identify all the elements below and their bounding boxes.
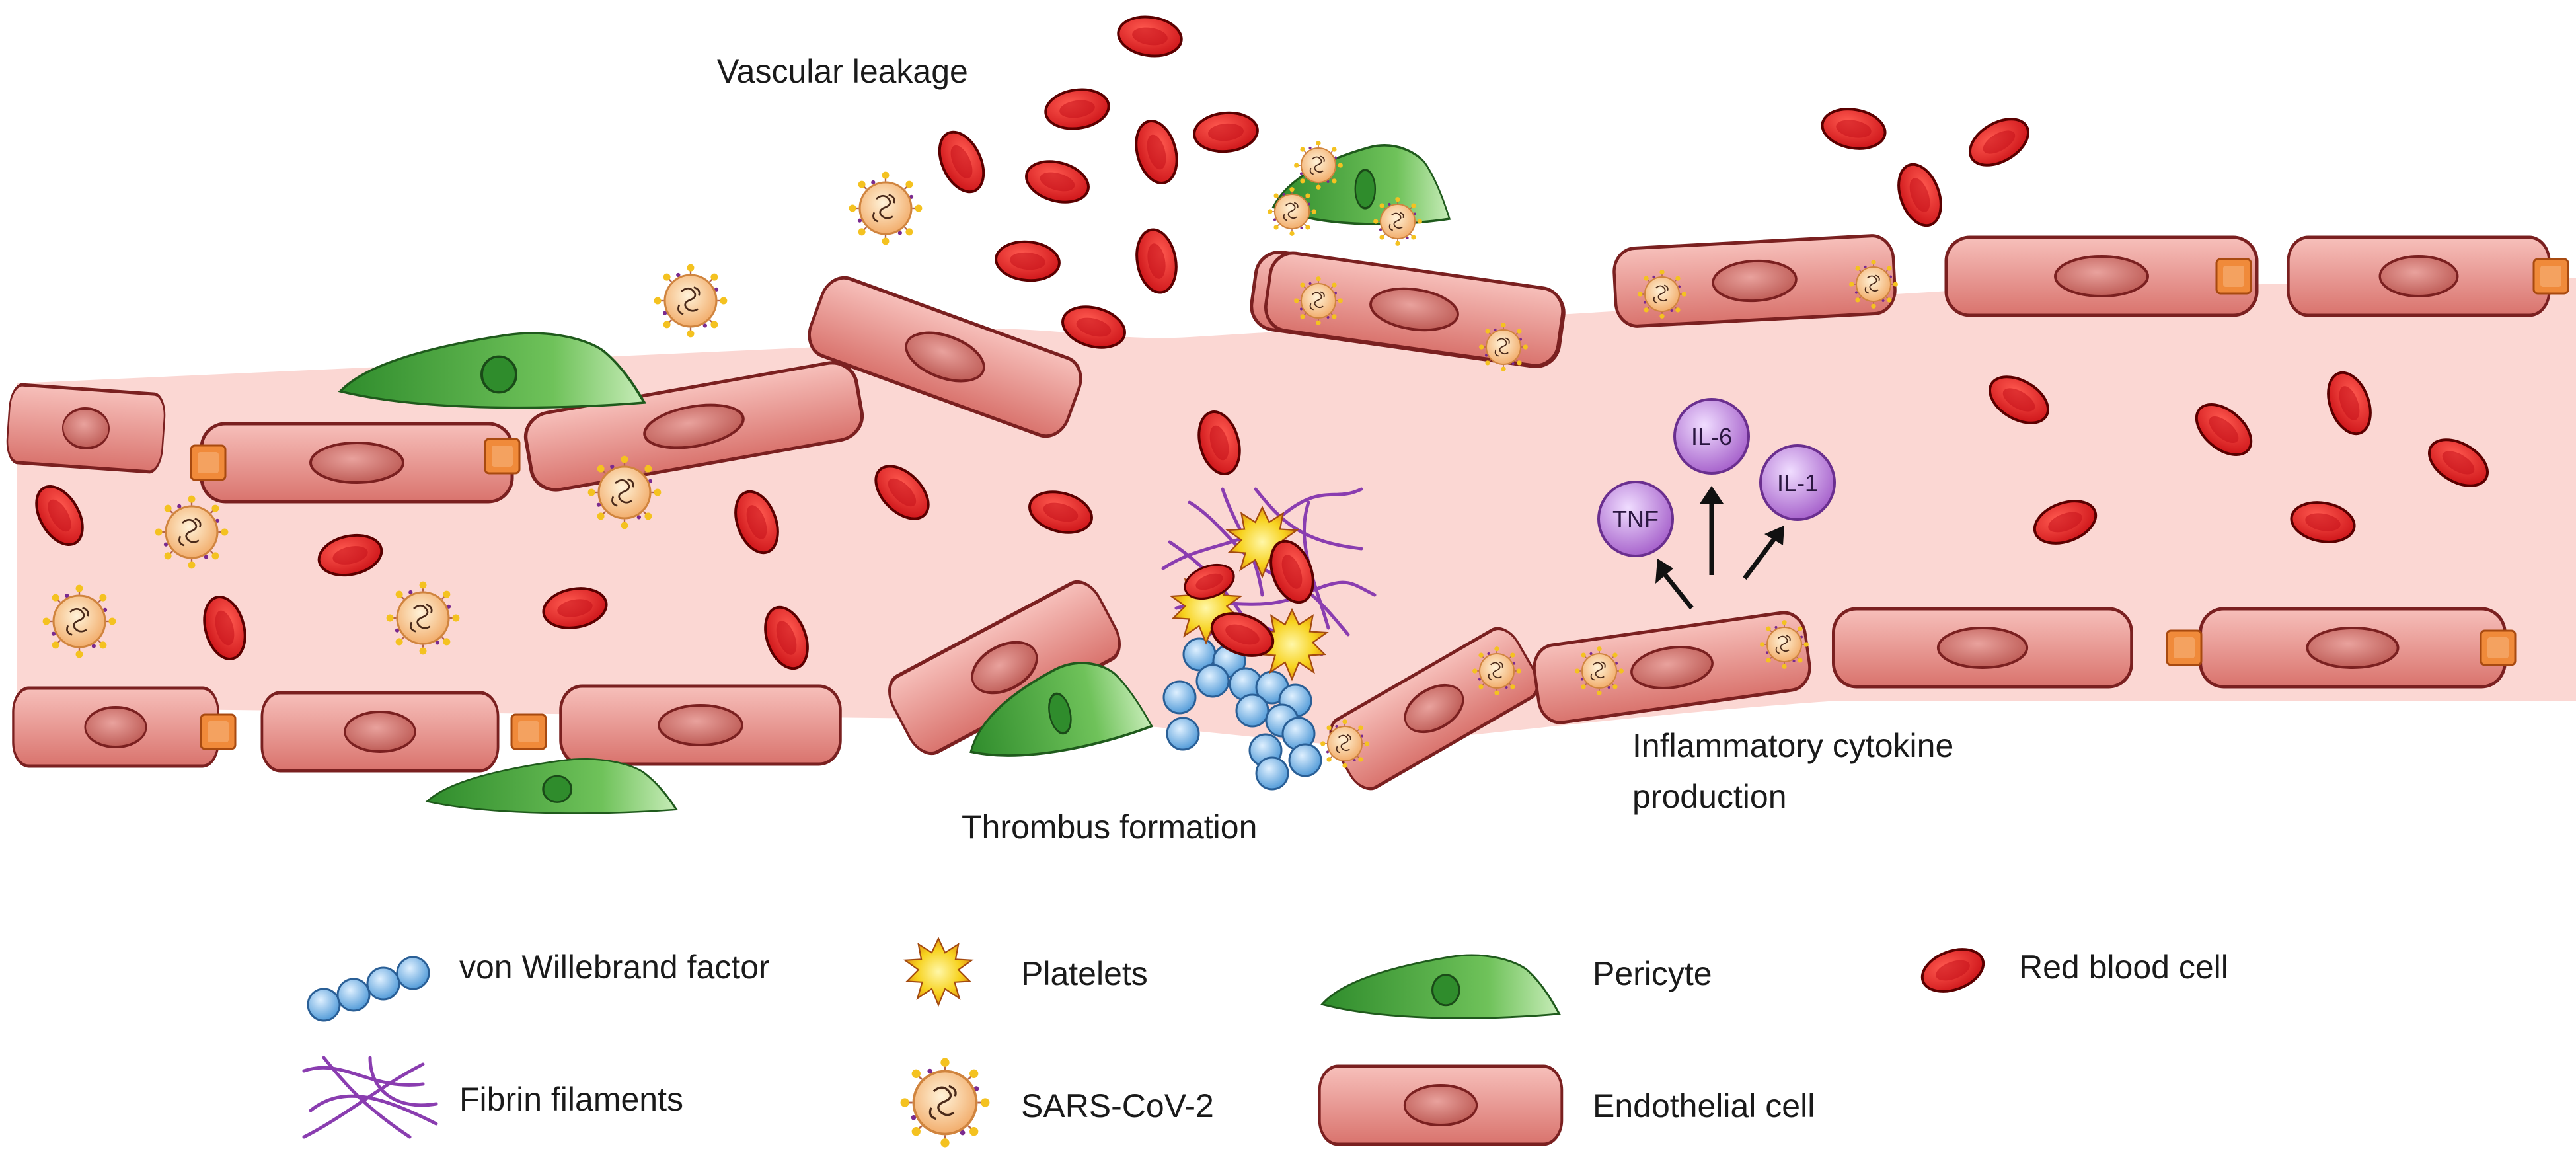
- legend-platelets-label: Platelets: [1021, 955, 1148, 992]
- thrombus: [1161, 487, 1377, 791]
- il1-label: IL-1: [1777, 469, 1818, 496]
- il6-label: IL-6: [1691, 423, 1732, 450]
- tnf-label: TNF: [1612, 506, 1659, 533]
- thrombus-formation-label: Thrombus formation: [962, 808, 1257, 845]
- legend-sars-label: SARS-CoV-2: [1021, 1087, 1214, 1124]
- legend-platelets: Platelets: [904, 937, 1148, 1006]
- vessel-lumen: [17, 278, 2576, 747]
- cytokine-arrows: [1655, 486, 1784, 610]
- legend-endothelial-label: Endothelial cell: [1593, 1087, 1815, 1124]
- legend-vwf-label: von Willebrand factor: [459, 949, 770, 986]
- il6-cytokine: IL-6: [1673, 398, 1750, 475]
- tnf-cytokine: TNF: [1597, 481, 1674, 557]
- legend-endothelial: Endothelial cell: [1320, 1066, 1815, 1144]
- legend-pericyte-label: Pericyte: [1593, 955, 1712, 992]
- vascular-leakage-label: Vascular leakage: [717, 53, 968, 90]
- legend-pericyte: Pericyte: [1321, 954, 1712, 1019]
- legend-vwf: von Willebrand factor: [307, 949, 770, 1022]
- legend-fibrin-icon: [302, 1056, 438, 1139]
- il1-cytokine: IL-1: [1759, 444, 1836, 521]
- legend-fibrin: Fibrin filaments: [302, 1056, 683, 1139]
- legend: von Willebrand factor Fibrin filaments P…: [302, 937, 2228, 1149]
- legend-vwf-icon: [307, 956, 430, 1022]
- legend-platelet-icon: [904, 937, 973, 1006]
- legend-rbc-label: Red blood cell: [2019, 949, 2228, 986]
- legend-pericyte-icon: [1321, 954, 1560, 1019]
- legend-rbc: Red blood cell: [1914, 940, 2228, 1001]
- cytokine-label-line1: Inflammatory cytokine: [1632, 727, 1953, 764]
- legend-sars: SARS-CoV-2: [899, 1056, 1214, 1149]
- cytokines: IL-6 TNF IL-1: [1597, 398, 1836, 610]
- cytokine-label-line2: production: [1632, 778, 1787, 815]
- legend-virus-icon: [899, 1056, 991, 1149]
- legend-endothelial-icon: [1320, 1066, 1562, 1144]
- legend-rbc-icon: [1914, 940, 1991, 1001]
- legend-fibrin-label: Fibrin filaments: [459, 1081, 683, 1118]
